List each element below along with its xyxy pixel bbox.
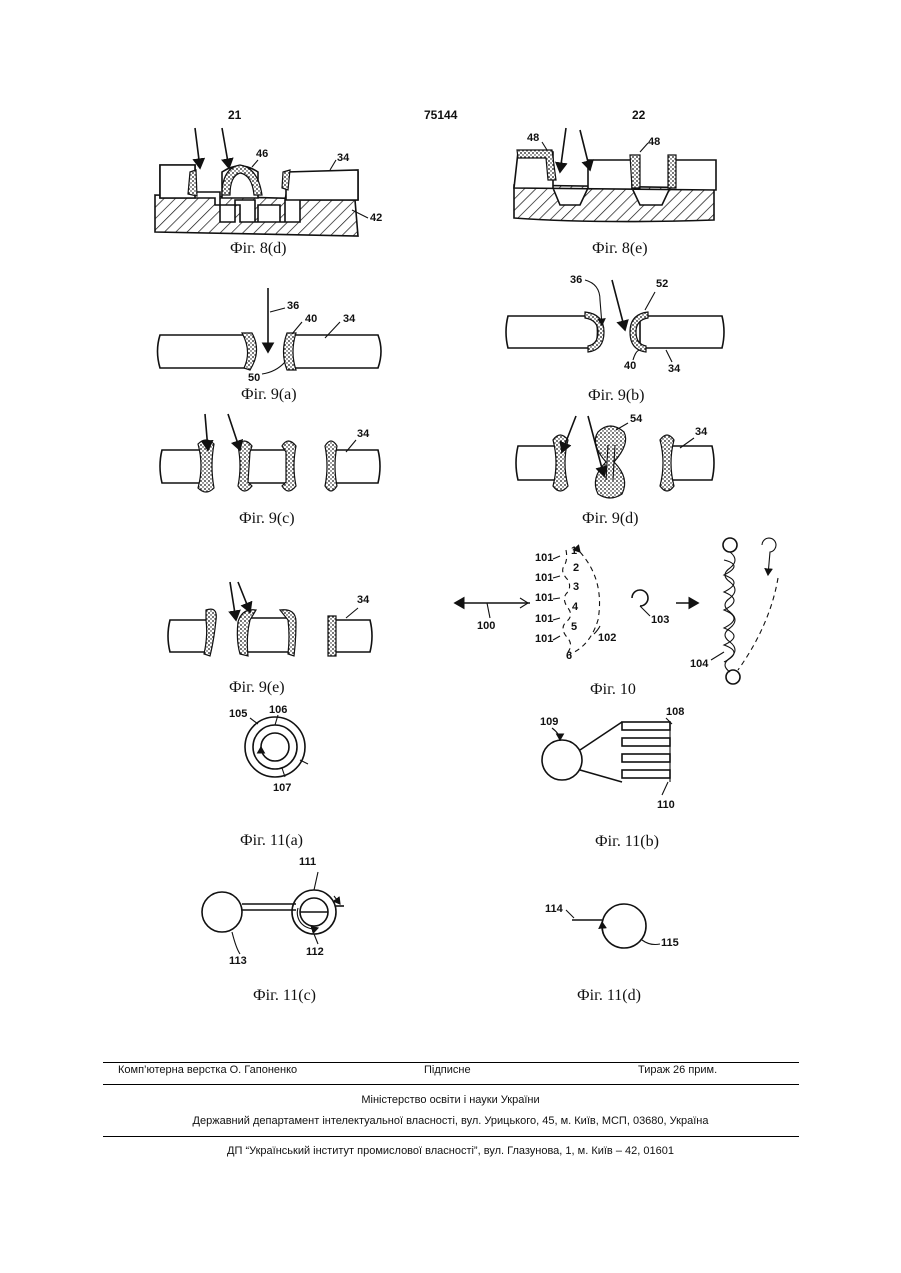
label-point-5: 5	[571, 621, 577, 633]
figure-11a-drawing	[245, 715, 308, 777]
label-point-2: 2	[573, 562, 579, 574]
label-114: 114	[545, 903, 563, 915]
label-112: 112	[306, 946, 324, 958]
label-point-1: 1	[571, 545, 577, 557]
label-point-3: 3	[573, 581, 579, 593]
figure-11b-drawing	[542, 718, 672, 795]
label-34: 34	[357, 594, 369, 606]
label-110: 110	[657, 799, 675, 811]
footer-signed: Підписне	[424, 1064, 471, 1076]
label-34: 34	[357, 428, 369, 440]
figure-11d-drawing	[566, 904, 660, 948]
figure-8d-drawing	[155, 128, 368, 236]
label-40: 40	[624, 360, 636, 372]
figure-11c-drawing	[202, 872, 344, 954]
figure-9e-drawing	[168, 582, 372, 656]
caption-fig-9b: Фіг. 9(b)	[588, 387, 645, 405]
footer-institute: ДП “Український інститут промислової вла…	[0, 1145, 901, 1157]
label-48-left: 48	[527, 132, 539, 144]
label-113: 113	[229, 955, 247, 967]
label-54: 54	[630, 413, 642, 425]
label-46: 46	[256, 148, 268, 160]
label-101: 101	[535, 592, 553, 604]
figure-9a-drawing	[158, 288, 382, 374]
caption-fig-11c: Фіг. 11(c)	[253, 987, 316, 1005]
label-101: 101	[535, 633, 553, 645]
footer-rule-middle	[103, 1084, 799, 1085]
figure-9c-drawing	[160, 414, 380, 492]
label-48-right: 48	[648, 136, 660, 148]
label-40: 40	[305, 313, 317, 325]
label-42: 42	[370, 212, 382, 224]
label-104: 104	[690, 658, 708, 670]
label-115: 115	[661, 937, 679, 949]
label-50: 50	[248, 372, 260, 384]
caption-fig-9d: Фіг. 9(d)	[582, 510, 639, 528]
figure-9d-drawing	[516, 416, 714, 498]
label-106: 106	[269, 704, 287, 716]
caption-fig-11a: Фіг. 11(a)	[240, 832, 303, 850]
caption-fig-10: Фіг. 10	[590, 681, 636, 699]
caption-fig-9a: Фіг. 9(a)	[241, 386, 297, 404]
caption-fig-9c: Фіг. 9(c)	[239, 510, 295, 528]
label-36: 36	[570, 274, 582, 286]
label-34: 34	[343, 313, 355, 325]
caption-fig-11d: Фіг. 11(d)	[577, 987, 641, 1005]
label-point-4: 4	[572, 601, 578, 613]
label-103: 103	[651, 614, 669, 626]
footer-rule-top	[103, 1062, 799, 1063]
figure-10-drawing	[455, 538, 778, 684]
label-34: 34	[668, 363, 680, 375]
footer-circulation: Тираж 26 прим.	[638, 1064, 717, 1076]
footer-rule-bottom	[103, 1136, 799, 1137]
figure-9b-drawing	[506, 280, 724, 362]
label-102: 102	[598, 632, 616, 644]
label-101: 101	[535, 613, 553, 625]
label-101: 101	[535, 552, 553, 564]
footer-ministry: Міністерство освіти і науки України	[0, 1094, 901, 1106]
caption-fig-9e: Фіг. 9(e)	[229, 679, 285, 697]
label-100: 100	[477, 620, 495, 632]
caption-fig-11b: Фіг. 11(b)	[595, 833, 659, 851]
label-36: 36	[287, 300, 299, 312]
figure-8e-drawing	[514, 128, 716, 222]
label-107: 107	[273, 782, 291, 794]
label-34: 34	[695, 426, 707, 438]
label-111: 111	[299, 856, 316, 868]
label-point-6: 6	[566, 650, 572, 662]
caption-fig-8d: Фіг. 8(d)	[230, 240, 287, 258]
label-108: 108	[666, 706, 684, 718]
label-34: 34	[337, 152, 349, 164]
label-101: 101	[535, 572, 553, 584]
label-105: 105	[229, 708, 247, 720]
label-109: 109	[540, 716, 558, 728]
label-52: 52	[656, 278, 668, 290]
caption-fig-8e: Фіг. 8(e)	[592, 240, 648, 258]
footer-department: Державний департамент інтелектуальної вл…	[0, 1115, 901, 1127]
footer-typesetting: Комп’ютерна верстка О. Гапоненко	[118, 1064, 297, 1076]
